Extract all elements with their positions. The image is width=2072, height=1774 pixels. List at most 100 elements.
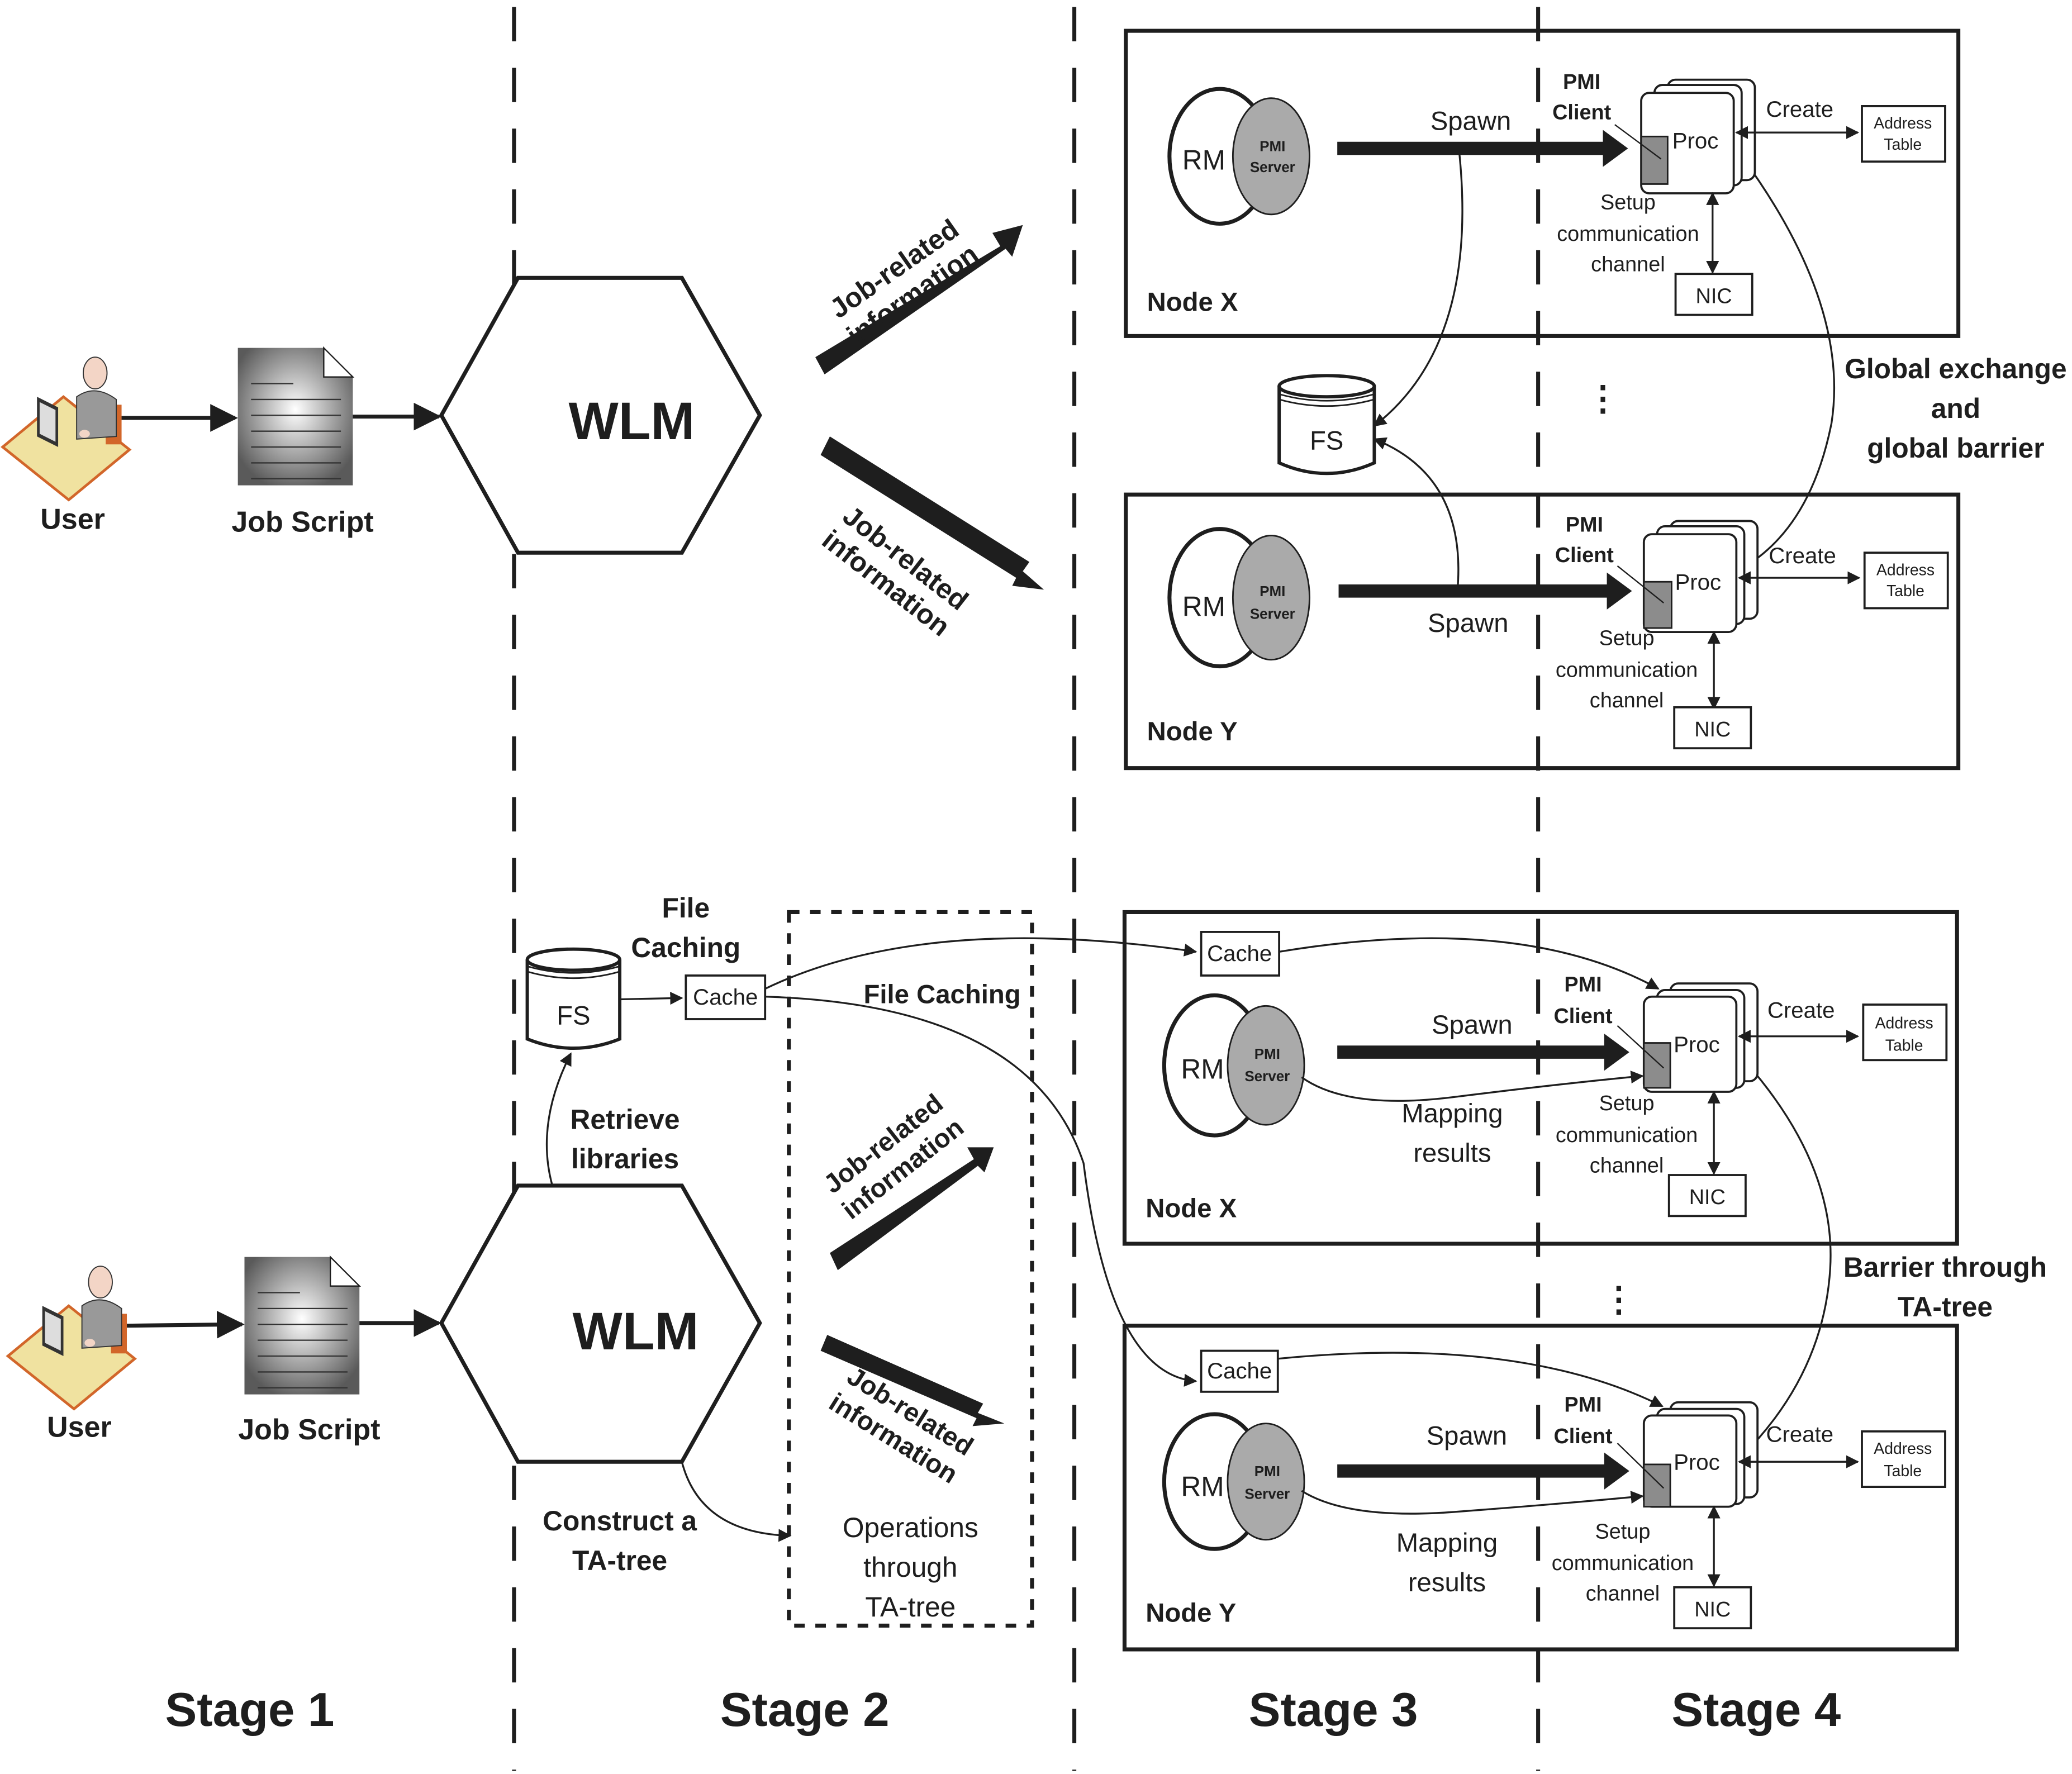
job-script-icon xyxy=(237,346,355,486)
pmi-client-line2: Client xyxy=(1553,1425,1612,1448)
stage-labels: Stage 1 Stage 2 Stage 3 Stage 4 xyxy=(165,1683,1841,1737)
nic-label: NIC xyxy=(1696,284,1732,308)
proc-label: Proc xyxy=(1672,129,1719,154)
address-table-box xyxy=(1863,551,1949,610)
pmi-server-line2: Server xyxy=(1250,605,1295,622)
proc-label: Proc xyxy=(1675,569,1721,594)
cache-label: Cache xyxy=(1207,941,1272,966)
stage-2-label: Stage 2 xyxy=(720,1683,890,1737)
user-icon xyxy=(0,356,132,502)
pmi-client-line1: PMI xyxy=(1563,70,1600,94)
setup-line2: communication xyxy=(1556,658,1698,682)
pmi-client-line2: Client xyxy=(1553,1005,1612,1028)
file-caching-2: File Caching xyxy=(864,980,1021,1010)
file-caching-1-line2: Caching xyxy=(631,932,740,963)
setup-line2: communication xyxy=(1556,1124,1698,1147)
spawn-label: Spawn xyxy=(1428,608,1509,638)
create-label: Create xyxy=(1769,543,1836,568)
bottom-node-y: Cache RM PMI Server Spawn Mapping result… xyxy=(1122,1324,1959,1652)
pmi-client-block xyxy=(1643,581,1672,629)
pmi-server-line1: PMI xyxy=(1260,137,1285,154)
pmi-server-line2: Server xyxy=(1244,1068,1290,1085)
pmi-server-line1: PMI xyxy=(1254,1045,1280,1062)
wlm-label: WLM xyxy=(568,392,695,451)
bottom-node-x: Cache RM PMI Server Spawn Mapping result… xyxy=(1122,910,1959,1246)
ellipsis: ⋮ xyxy=(1586,379,1620,418)
address-table-line1: Address xyxy=(1874,1440,1932,1458)
address-table-line2: Table xyxy=(1884,136,1922,154)
cache-box xyxy=(1200,1349,1279,1393)
top-node-x: RM PMI Server Spawn PMI Client Proc Crea… xyxy=(1124,28,1961,338)
mapping-line2: results xyxy=(1413,1138,1491,1168)
pmi-server-line1: PMI xyxy=(1260,583,1285,600)
operations-line1: Operations xyxy=(843,1512,978,1543)
create-label: Create xyxy=(1766,97,1834,122)
file-caching-1-line1: File xyxy=(662,892,710,924)
node-name: Node Y xyxy=(1147,717,1238,746)
pmi-client-line2: Client xyxy=(1555,544,1614,567)
create-label: Create xyxy=(1766,1422,1834,1447)
address-table-box xyxy=(1861,105,1946,163)
address-table-box xyxy=(1861,1430,1946,1488)
job-info-arrow-up: Job-related information xyxy=(815,213,1023,374)
setup-line2: communication xyxy=(1557,222,1699,246)
pmi-server-line2: Server xyxy=(1250,159,1295,175)
job-info-arrow-down: Job-related information xyxy=(820,1335,1005,1490)
setup-line3: channel xyxy=(1590,689,1664,712)
pmi-client-line1: PMI xyxy=(1564,973,1601,996)
create-label: Create xyxy=(1767,998,1835,1023)
user-icon xyxy=(6,1266,137,1411)
pmi-server-line1: PMI xyxy=(1254,1463,1280,1480)
proc-label: Proc xyxy=(1674,1449,1720,1475)
address-table-line1: Address xyxy=(1875,1015,1933,1033)
address-table-line1: Address xyxy=(1876,561,1935,579)
spawn-arrow xyxy=(1337,1033,1629,1071)
top-diagram: User Job Script WLM Job-related informat… xyxy=(0,28,2067,771)
wlm-hexagon xyxy=(439,275,762,555)
rm-label: RM xyxy=(1181,1471,1224,1502)
job-script-label: Job Script xyxy=(231,506,373,538)
setup-line1: Setup xyxy=(1595,1520,1651,1543)
setup-line1: Setup xyxy=(1600,191,1656,214)
rm-label: RM xyxy=(1182,144,1225,175)
nic-label: NIC xyxy=(1689,1186,1726,1209)
job-script-label: Job Script xyxy=(238,1414,380,1446)
spawn-arrow xyxy=(1338,572,1632,610)
setup-line2: communication xyxy=(1552,1552,1694,1575)
barrier-note-line2: TA-tree xyxy=(1898,1291,1993,1323)
nic-box xyxy=(1673,1586,1752,1630)
nic-label: NIC xyxy=(1694,718,1731,741)
spawn-arrow xyxy=(1337,130,1628,167)
top-node-y: RM PMI Server Spawn PMI Client Proc Crea… xyxy=(1124,492,1961,771)
fs-label: FS xyxy=(1310,426,1343,456)
nic-box xyxy=(1673,706,1752,750)
stage-3-label: Stage 3 xyxy=(1249,1683,1418,1737)
spawn-label: Spawn xyxy=(1427,1421,1508,1450)
fs-cylinder-icon xyxy=(525,947,622,1050)
job-info-arrow-up: Job-related information xyxy=(818,1088,994,1271)
global-note-line2: and xyxy=(1931,393,1980,424)
pmi-client-block xyxy=(1643,1463,1671,1508)
cache-box xyxy=(685,974,767,1020)
nic-box xyxy=(1667,1174,1747,1217)
rm-label: RM xyxy=(1181,1053,1224,1085)
setup-line1: Setup xyxy=(1599,627,1655,650)
bottom-diagram: User Job Script WLM FS Cache File Cachin… xyxy=(6,892,2047,1652)
barrier-note-line1: Barrier through xyxy=(1843,1252,2047,1283)
proc-label: Proc xyxy=(1674,1032,1720,1057)
spawn-label: Spawn xyxy=(1431,106,1512,136)
setup-line3: channel xyxy=(1590,1154,1664,1177)
pmi-client-block xyxy=(1643,1042,1671,1089)
nic-box xyxy=(1674,273,1753,316)
nic-label: NIC xyxy=(1694,1598,1731,1621)
pmi-client-line1: PMI xyxy=(1564,1393,1601,1416)
mapping-line1: Mapping xyxy=(1396,1528,1498,1558)
mapping-line2: results xyxy=(1408,1568,1486,1597)
setup-line3: channel xyxy=(1586,1582,1660,1605)
rm-label: RM xyxy=(1182,591,1225,622)
job-script-icon xyxy=(244,1255,362,1395)
node-name: Node Y xyxy=(1146,1598,1236,1628)
retrieve-line2: libraries xyxy=(571,1143,679,1174)
ellipsis: ⋮ xyxy=(1601,1281,1636,1319)
